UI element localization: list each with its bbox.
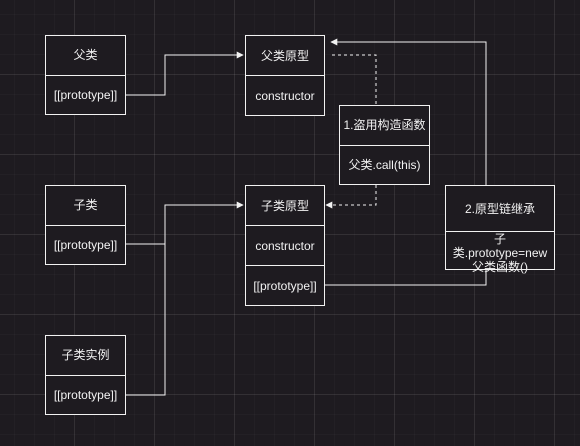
parent-prototype-box: 父类原型 constructor <box>245 35 325 116</box>
child-prototype-title: 子类原型 <box>260 198 309 213</box>
parent-prototype-title: 父类原型 <box>260 48 309 63</box>
parent-class-title: 父类 <box>73 48 98 63</box>
prototype-chain-title: 2.原型链继承 <box>464 201 535 216</box>
parent-prototype-constructor-field: constructor <box>246 75 324 115</box>
edge-child-class-to-child-prototype <box>126 201 244 245</box>
child-prototype-box: 子类原型 constructor [[prototype]] <box>245 185 325 306</box>
child-instance-prototype-field: [[prototype]] <box>46 374 125 415</box>
child-instance-title: 子类实例 <box>61 348 110 363</box>
parent-class-box: 父类 [[prototype]] <box>45 35 126 115</box>
borrow-constructor-title: 1.盗用构造函数 <box>343 118 426 133</box>
edge-borrow-constructor-dashed <box>325 54 377 209</box>
edge-parent-class-to-parent-prototype <box>126 51 244 96</box>
child-prototype-constructor-field: constructor <box>246 225 324 265</box>
edge-child-instance-to-child-prototype <box>126 205 166 396</box>
borrow-constructor-code: 父类.call(this) <box>340 144 429 185</box>
child-class-title: 子类 <box>73 198 98 213</box>
child-class-prototype-field: [[prototype]] <box>46 224 125 265</box>
prototype-chain-code: 子类.prototype=new 父类函数() <box>446 231 554 274</box>
child-instance-box: 子类实例 [[prototype]] <box>45 335 126 415</box>
borrow-constructor-box: 1.盗用构造函数 父类.call(this) <box>339 105 430 185</box>
edge-child-prototype-to-parent-prototype <box>324 38 487 286</box>
prototype-chain-box: 2.原型链继承 子类.prototype=new 父类函数() <box>445 185 555 274</box>
parent-class-prototype-field: [[prototype]] <box>46 74 125 115</box>
child-class-box: 子类 [[prototype]] <box>45 185 126 265</box>
child-prototype-prototype-field: [[prototype]] <box>246 265 324 305</box>
